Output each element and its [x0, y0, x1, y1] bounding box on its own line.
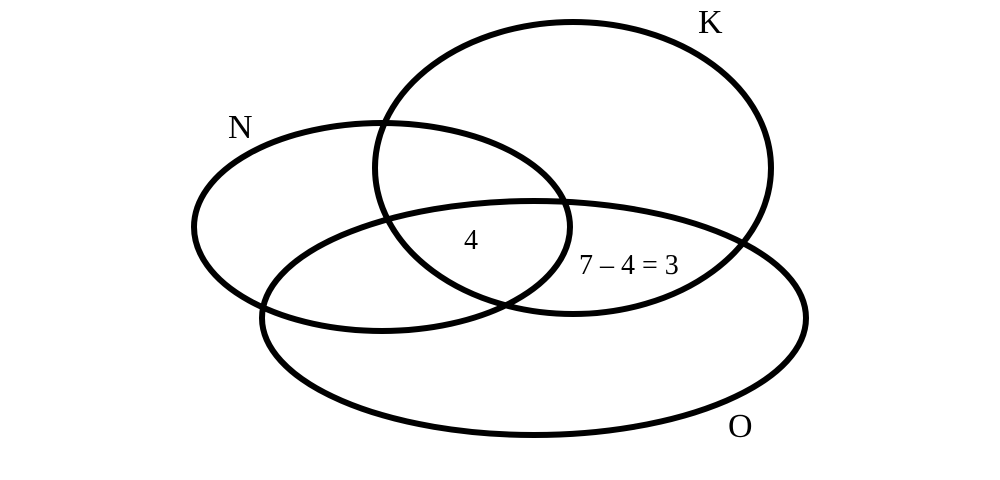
set-o-ellipse [259, 198, 809, 438]
set-o-label: O [728, 408, 753, 445]
region-n-k-label: 4 [464, 225, 478, 256]
set-n-ellipse [191, 120, 573, 334]
set-n-label: N [228, 109, 253, 146]
set-k-ellipse [372, 19, 774, 317]
set-k-label: K [698, 4, 723, 41]
region-k-o-label: 7 – 4 = 3 [579, 250, 679, 281]
